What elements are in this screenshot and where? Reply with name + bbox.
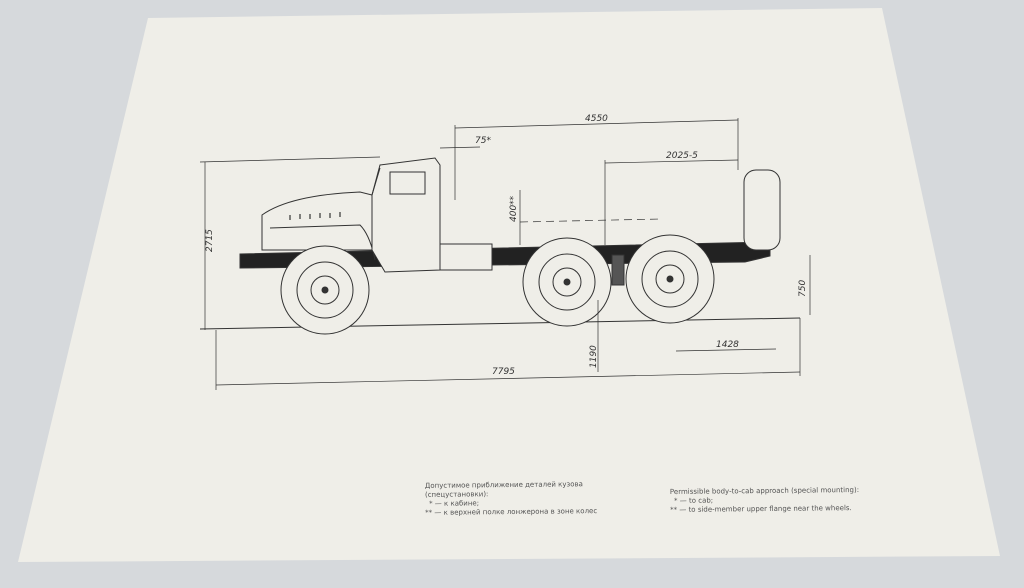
caption-english: Permissible body-to-cab approach (specia… [670,486,859,515]
fuel-tank [439,243,493,271]
dim-750: 750 [798,280,808,297]
rear-wheel [625,234,715,324]
dim-4550: 4550 [585,114,608,124]
front-wheel [280,245,370,335]
caption-ru-line4: ** — к верхней полке лонжерона в зоне ко… [425,507,598,517]
dim-75: 75* [475,136,491,146]
hood [261,191,373,251]
dim-1190: 1190 [589,345,599,368]
middle-wheel [522,237,612,327]
spare-wheel [743,169,781,251]
dim-400: 400** [509,195,519,222]
cab [371,157,441,273]
ground-line [199,317,801,330]
dim-1428: 1428 [716,340,739,350]
caption-russian: Допустимое приближение деталей кузова (с… [425,480,597,518]
dim-2025: 2025-5 [666,151,698,161]
truck-drawing [199,118,811,390]
cab-window [389,171,426,195]
dim-2715: 2715 [205,229,215,252]
dim-7795: 7795 [492,367,515,377]
paper-sheet [18,8,1000,562]
caption-ru-line1: Допустимое приближение деталей кузова [424,480,583,490]
